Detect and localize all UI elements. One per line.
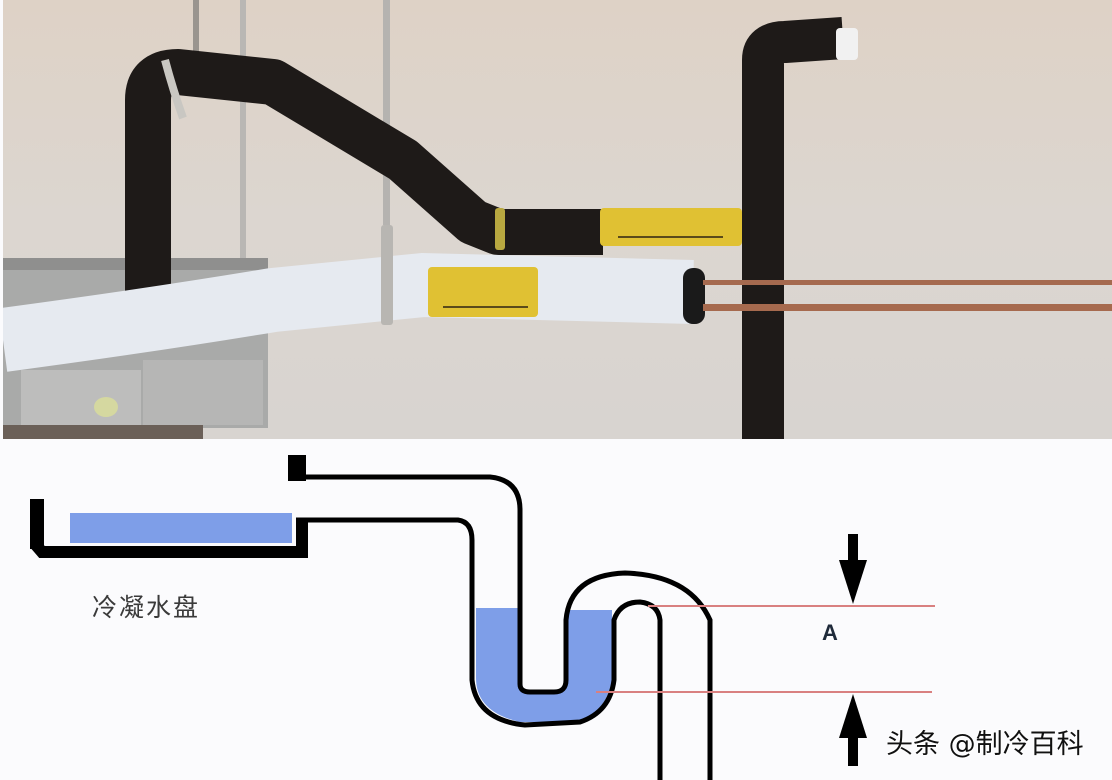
pipe-end-seal [683,268,705,324]
arrow-up-icon [839,694,867,738]
drain-outlet [94,397,118,417]
yellow-label-lower [428,267,538,317]
arrow-down-shaft [848,534,858,562]
copper-pipe [703,304,1112,311]
arrow-down-icon [839,560,867,604]
dimension-a-label: A [822,620,838,645]
trap-diagram: 冷凝水盘 A 头条 @制冷百科 [0,440,1112,780]
trap-water [476,608,612,722]
pipe-clamp [381,225,393,325]
pipe-clamp [161,58,187,120]
pan-water [70,513,292,543]
pipe-clamp [495,208,505,250]
hanging-rod [383,0,390,225]
copper-pipe [703,280,1112,285]
pipe-outer-wall [296,474,713,780]
black-vertical-pipe [742,17,845,439]
watermark: 头条 @制冷百科 [886,729,1084,760]
white-insulated-pipe [3,252,694,372]
pipe-inner-wall [296,517,663,780]
hanging-rod [240,0,246,275]
condensate-pan-label: 冷凝水盘 [92,593,201,622]
arrow-up-shaft [848,736,858,766]
pipe-end-cap [836,28,858,60]
hanging-rod [193,0,199,60]
photo-illustration [3,0,1112,439]
pipe-installation-photo [3,0,1112,439]
yellow-label-upper [600,208,742,246]
trap-diagram-graphic [30,455,935,780]
